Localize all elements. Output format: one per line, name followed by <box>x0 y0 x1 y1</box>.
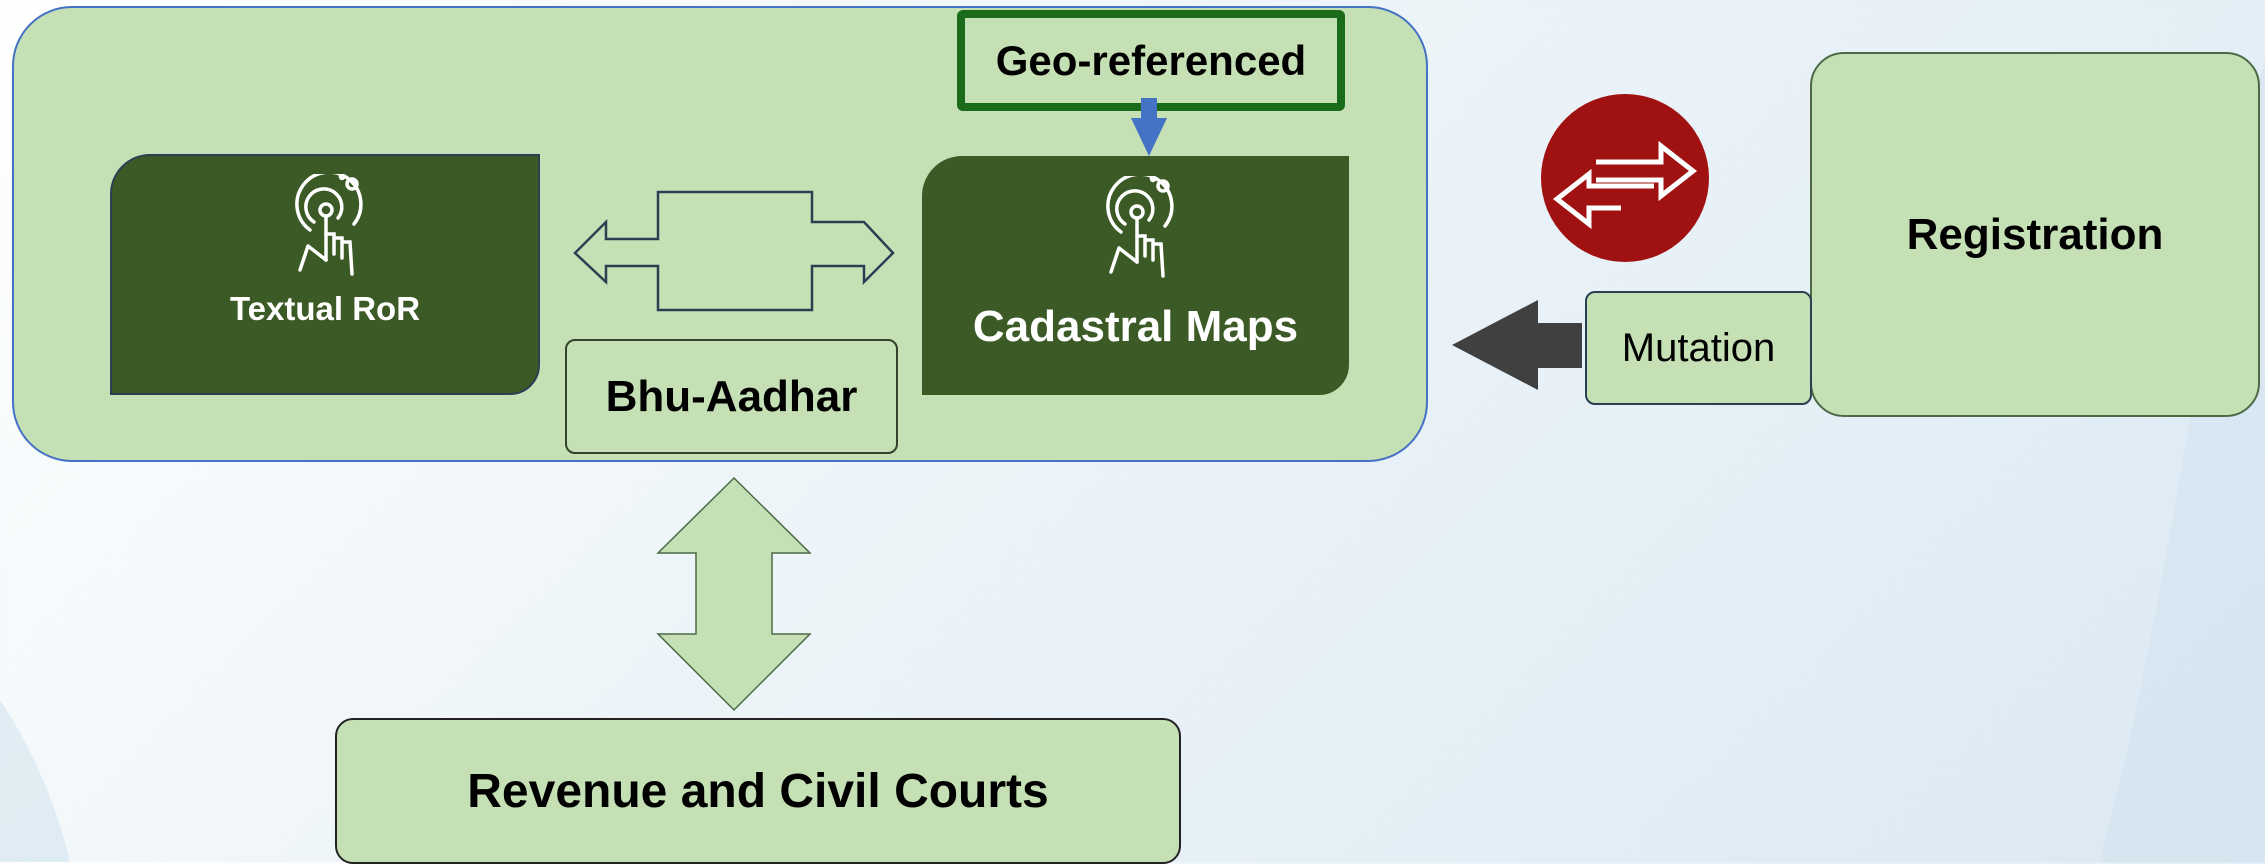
mutation-label: Mutation <box>1621 325 1776 370</box>
cadastral-maps-label: Cadastral Maps <box>972 302 1299 351</box>
textual-ror-label: Textual RoR <box>229 290 421 327</box>
registration-label: Registration <box>1906 209 2164 259</box>
cadastral-maps-box: Cadastral Maps <box>922 156 1349 395</box>
exchange-circle <box>1541 94 1709 262</box>
bhu-aadhar-label: Bhu-Aadhar <box>605 371 858 421</box>
courts-box: Revenue and Civil Courts <box>335 718 1181 864</box>
registration-box: Registration <box>1810 52 2260 417</box>
courts-label: Revenue and Civil Courts <box>467 764 1049 818</box>
touch-tap-icon <box>1105 176 1174 278</box>
exchange-arrows-icon <box>1552 140 1698 230</box>
geo-referenced-label: Geo-referenced <box>995 36 1307 84</box>
textual-ror-box: Textual RoR <box>110 154 540 395</box>
mutation-box: Mutation <box>1585 291 1812 405</box>
bhu-aadhar-box: Bhu-Aadhar <box>565 339 898 454</box>
touch-tap-icon <box>295 174 363 276</box>
geo-referenced-box: Geo-referenced <box>957 10 1345 111</box>
